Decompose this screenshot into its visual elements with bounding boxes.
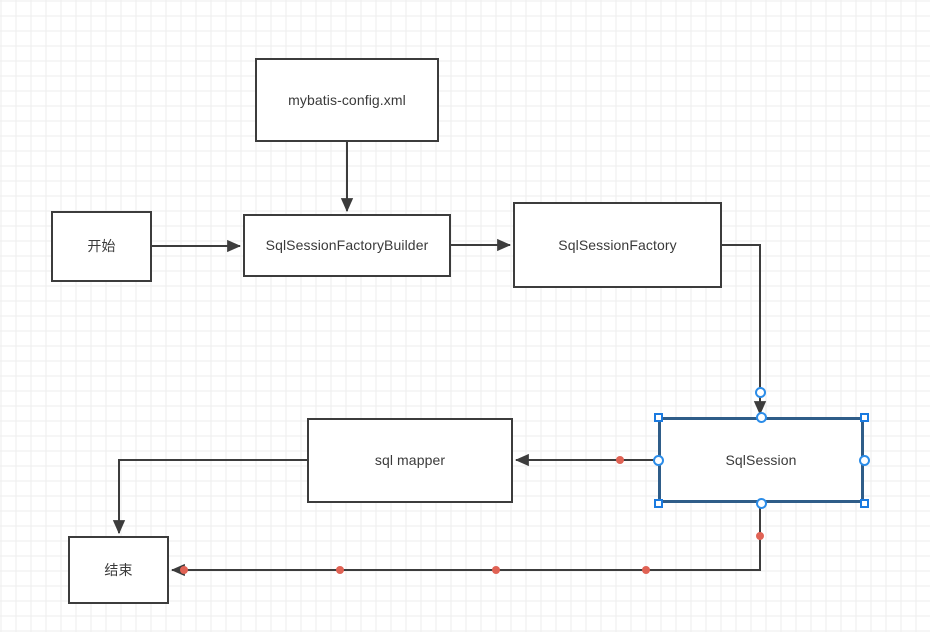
node-session[interactable]: SqlSession [658, 417, 864, 503]
node-builder[interactable]: SqlSessionFactoryBuilder [243, 214, 451, 277]
resize-handle-bottom-left[interactable] [653, 498, 663, 508]
node-label-start: 开始 [87, 238, 116, 255]
node-label-factory: SqlSessionFactory [558, 236, 677, 253]
connect-handle-edge-endpoint[interactable] [754, 386, 766, 398]
node-label-end: 结束 [104, 561, 133, 578]
edge-waypoint-handle[interactable] [756, 532, 764, 540]
node-factory[interactable]: SqlSessionFactory [513, 202, 722, 288]
node-label-config: mybatis-config.xml [288, 91, 406, 108]
edge-waypoint-handle[interactable] [180, 566, 188, 574]
edge-session-to-end[interactable] [170, 505, 761, 577]
edge-waypoint-handle[interactable] [642, 566, 650, 574]
edge-waypoint-handle[interactable] [616, 456, 624, 464]
resize-handle-bottom-right[interactable] [859, 498, 869, 508]
connect-handle-right-center[interactable] [858, 454, 870, 466]
node-mapper[interactable]: sql mapper [307, 418, 513, 503]
connect-handle-top-center[interactable] [755, 411, 767, 423]
edge-waypoint-handle[interactable] [492, 566, 500, 574]
connect-handle-left-center[interactable] [652, 454, 664, 466]
node-config[interactable]: mybatis-config.xml [255, 58, 439, 142]
node-end[interactable]: 结束 [68, 536, 169, 604]
resize-handle-top-right[interactable] [859, 412, 869, 422]
node-label-builder: SqlSessionFactoryBuilder [265, 237, 429, 254]
edge-factory-to-session[interactable] [722, 244, 767, 416]
edge-mapper-to-end[interactable] [112, 459, 307, 535]
edge-waypoint-handle[interactable] [336, 566, 344, 574]
resize-handle-top-left[interactable] [653, 412, 663, 422]
connect-handle-bottom-center[interactable] [755, 497, 767, 509]
node-label-session: SqlSession [725, 451, 797, 468]
node-label-mapper: sql mapper [374, 452, 446, 469]
node-start[interactable]: 开始 [51, 211, 152, 282]
